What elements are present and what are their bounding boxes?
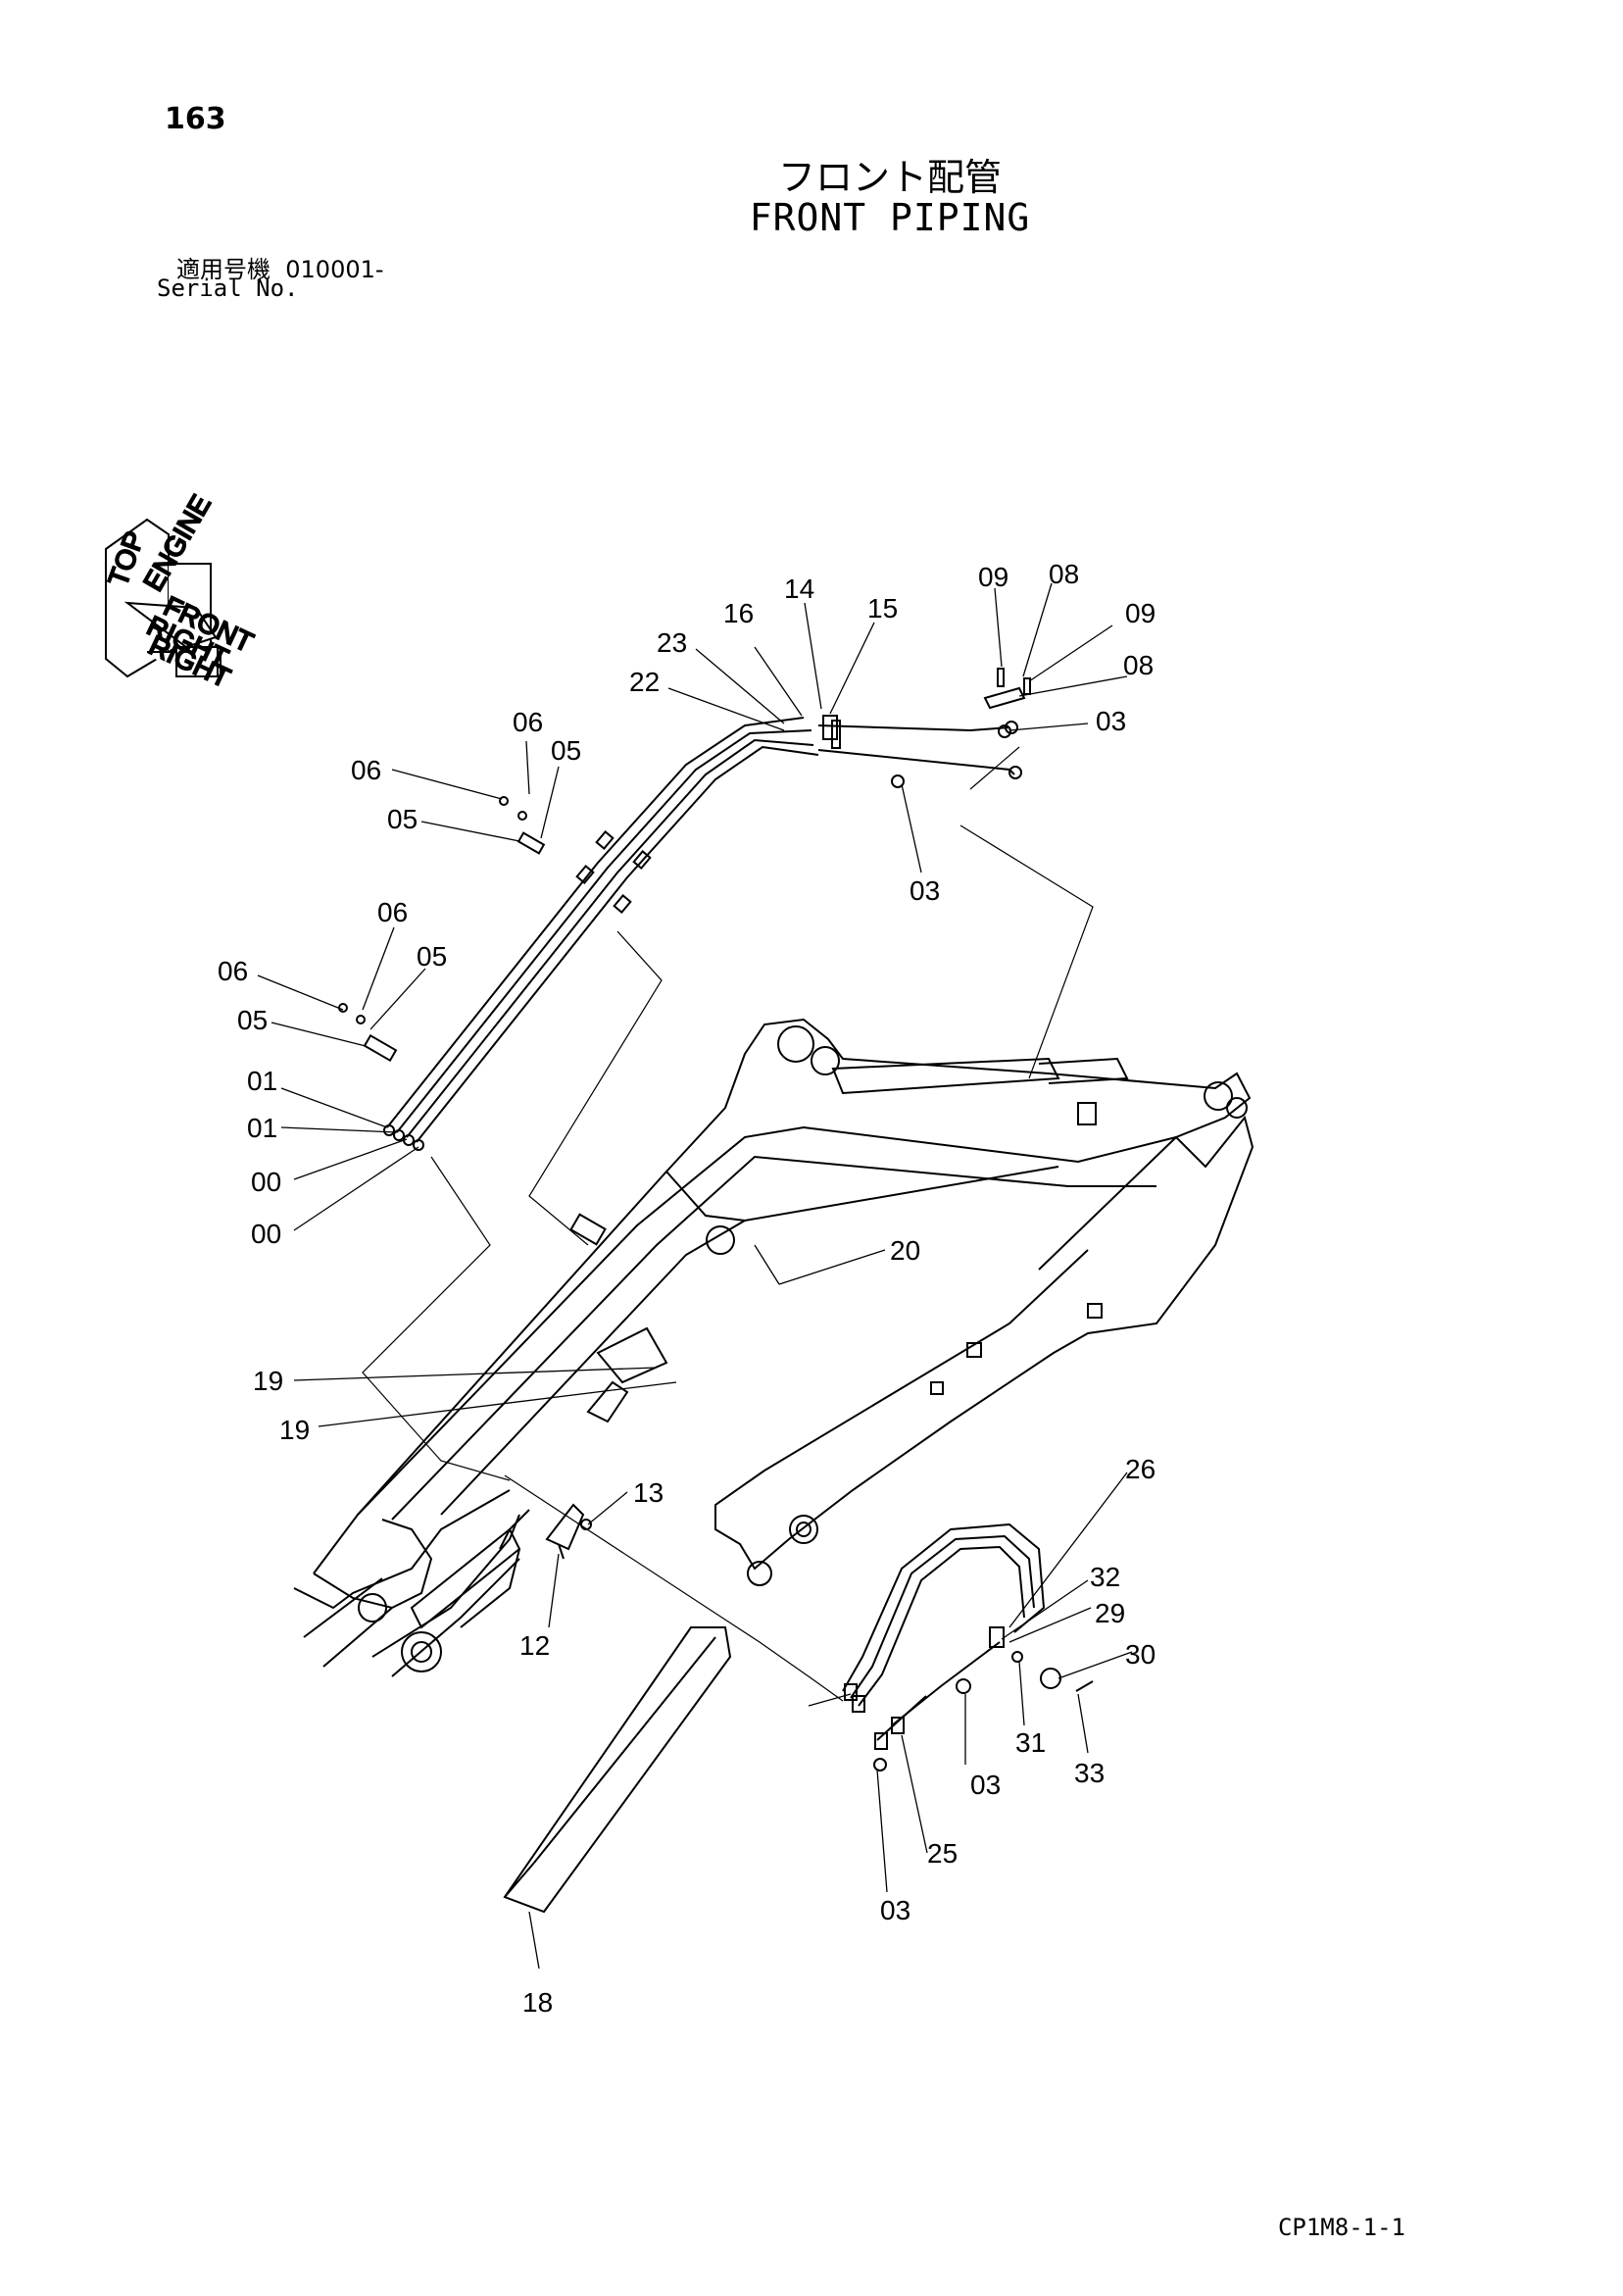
callout-08: 08 bbox=[1049, 559, 1079, 589]
callout-06: 06 bbox=[218, 956, 248, 986]
boom-assembly bbox=[293, 1018, 1254, 1677]
callout-32: 32 bbox=[1090, 1562, 1120, 1592]
callout-20: 20 bbox=[890, 1235, 920, 1266]
callout-22: 22 bbox=[629, 667, 660, 697]
callout-09: 09 bbox=[1125, 598, 1156, 628]
callout-16: 16 bbox=[723, 598, 754, 628]
callout-06: 06 bbox=[351, 755, 381, 785]
callout-01: 01 bbox=[247, 1066, 277, 1096]
callout-33: 33 bbox=[1074, 1758, 1105, 1788]
callout-26: 26 bbox=[1125, 1454, 1156, 1484]
callout-05: 05 bbox=[387, 804, 418, 834]
callout-labels: 14 16 15 23 22 09 08 09 08 03 06 05 06 0… bbox=[218, 559, 1156, 2018]
callout-30: 30 bbox=[1125, 1639, 1156, 1670]
callout-29: 29 bbox=[1095, 1598, 1125, 1628]
page-title-japanese: フロント配管 bbox=[777, 156, 1002, 199]
callout-06: 06 bbox=[513, 707, 543, 737]
callout-31: 31 bbox=[1015, 1727, 1046, 1758]
callout-13: 13 bbox=[633, 1477, 664, 1508]
page-number: 163 bbox=[165, 102, 226, 136]
leader-guide-lines bbox=[362, 746, 1094, 1707]
bracket-part-12 bbox=[545, 1503, 592, 1560]
callout-leaders bbox=[257, 582, 1133, 1970]
callout-01: 01 bbox=[247, 1113, 277, 1143]
orientation-label-top: TOP bbox=[102, 526, 152, 591]
orientation-icon: TOP ENGINE FRONT RIGHT RIGHT bbox=[102, 489, 259, 695]
callout-00: 00 bbox=[251, 1219, 281, 1249]
callout-06: 06 bbox=[377, 897, 408, 927]
callout-14: 14 bbox=[784, 574, 814, 604]
callout-15: 15 bbox=[867, 593, 898, 624]
callout-23: 23 bbox=[657, 627, 687, 658]
callout-09: 09 bbox=[978, 562, 1008, 592]
callout-19: 19 bbox=[253, 1366, 283, 1396]
svg-text:TOP: TOP bbox=[103, 527, 151, 590]
callout-12: 12 bbox=[519, 1630, 550, 1661]
callout-03: 03 bbox=[880, 1895, 910, 1925]
callout-18: 18 bbox=[522, 1987, 553, 2018]
front-pipes bbox=[338, 668, 1031, 1151]
callout-08: 08 bbox=[1123, 650, 1154, 680]
serial-label: Serial No. bbox=[157, 275, 299, 302]
callout-19: 19 bbox=[279, 1415, 310, 1445]
callout-05: 05 bbox=[551, 735, 581, 766]
callout-03: 03 bbox=[910, 875, 940, 906]
lower-hoses bbox=[842, 1522, 1094, 1772]
serial-label-japanese: 適用号機 010001- bbox=[176, 256, 384, 283]
callout-00: 00 bbox=[251, 1167, 281, 1197]
document-code: CP1M8-1-1 bbox=[1277, 2214, 1405, 2241]
callout-05: 05 bbox=[237, 1005, 268, 1035]
callout-05: 05 bbox=[417, 941, 447, 972]
cover-part-18 bbox=[503, 1626, 732, 1914]
callout-25: 25 bbox=[927, 1838, 958, 1869]
callout-03: 03 bbox=[1096, 706, 1126, 736]
page-title: FRONT PIPING bbox=[749, 196, 1031, 239]
callout-03: 03 bbox=[970, 1770, 1001, 1800]
